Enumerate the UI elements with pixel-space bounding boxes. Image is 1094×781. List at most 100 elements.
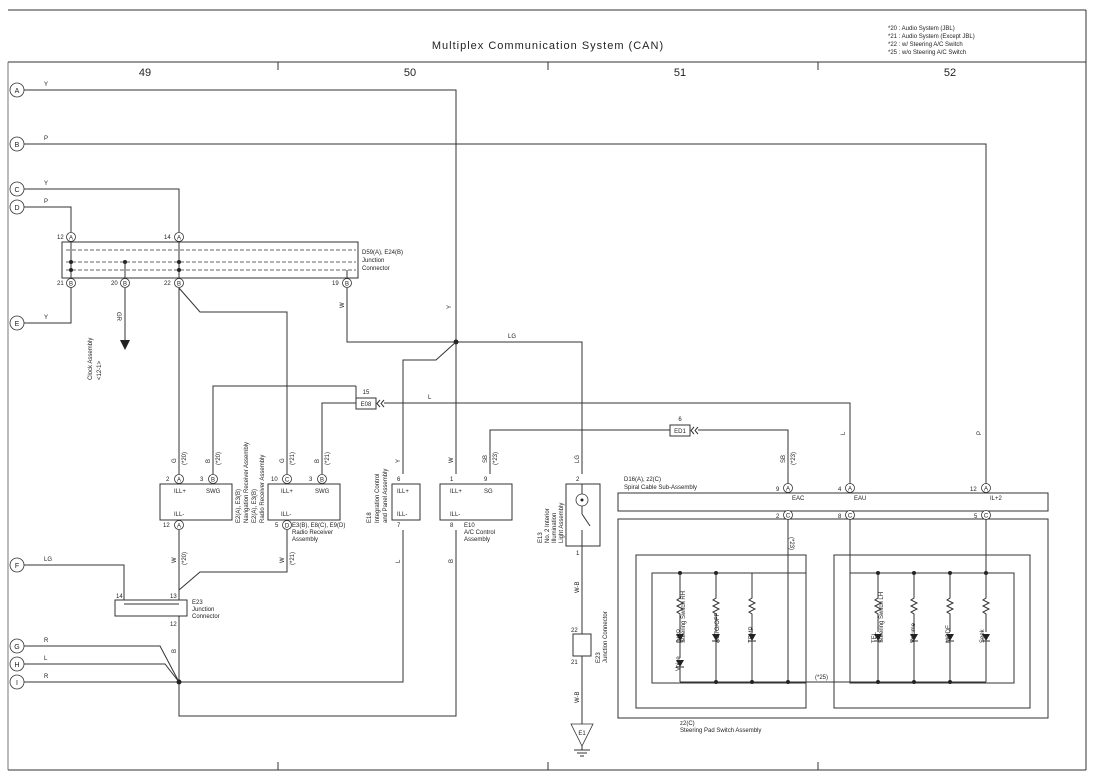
wire-y-integration-label: Y	[396, 459, 402, 463]
svg-text:3: 3	[309, 477, 313, 483]
radio-pin-5-d: 5 D	[275, 520, 292, 530]
svg-text:ILL-: ILL-	[450, 512, 460, 518]
pin-20-b: 20 B	[111, 278, 130, 288]
wire-b-left-label: B	[206, 459, 212, 463]
svg-text:B: B	[15, 142, 20, 149]
wire-wb-lamp-ground: W-B W-B 22 21 E23 Junction Connector	[571, 546, 609, 724]
wire-sb-ac-label: SB	[483, 455, 489, 463]
svg-text:Assembly: Assembly	[464, 537, 490, 543]
wire-h-l: L	[24, 656, 180, 683]
svg-text:SWG: SWG	[315, 489, 330, 495]
wire-b-ac-label: B	[449, 559, 455, 563]
svg-text:2: 2	[776, 514, 780, 520]
svg-text:ILL+: ILL+	[450, 489, 462, 495]
wire-w-mid-label: W	[280, 557, 286, 563]
svg-text:C: C	[14, 187, 19, 194]
terminal-d: D	[9, 199, 25, 215]
wire-a-y: Y Y	[24, 82, 457, 342]
wire-w-19: W LG LG	[340, 288, 583, 474]
svg-text:C: C	[848, 514, 853, 520]
svg-text:A: A	[786, 487, 790, 493]
svg-text:A/C Control: A/C Control	[464, 530, 495, 536]
svg-text:W: W	[340, 302, 346, 308]
svg-text:A: A	[984, 487, 988, 493]
svg-text:Navigation Receiver Assembly: Navigation Receiver Assembly	[244, 442, 250, 523]
svg-text:E1: E1	[578, 731, 586, 737]
svg-text:22: 22	[571, 628, 578, 634]
wire-sb-ac	[489, 429, 670, 474]
svg-text:R: R	[44, 638, 49, 644]
svg-text:12: 12	[170, 622, 177, 628]
junction-connector-d59-e24: D59(A), E24(B) Junction Connector	[61, 241, 403, 279]
svg-text:9: 9	[776, 487, 780, 493]
svg-text:I: I	[16, 680, 18, 687]
svg-text:z2(C): z2(C)	[680, 721, 695, 727]
svg-text:Junction: Junction	[362, 258, 384, 264]
svg-text:F: F	[15, 563, 19, 570]
terminal-c: C	[9, 181, 25, 197]
steering-switch-rh: Steering Switch RH DISP AUTO/OFF TEMP Vo…	[635, 519, 850, 709]
terminal-h: H	[9, 656, 25, 672]
wire-g-radio	[178, 287, 288, 474]
column-52: 52	[944, 67, 956, 79]
svg-text:4: 4	[838, 487, 842, 493]
svg-text:Assembly: Assembly	[292, 537, 318, 543]
column-50: 50	[404, 67, 416, 79]
svg-text:12: 12	[163, 523, 170, 529]
svg-text:W-B: W-B	[575, 691, 581, 703]
spiral-pin-4-a: 4 A	[838, 483, 855, 493]
svg-text:E: E	[15, 321, 20, 328]
wire-l-integration	[179, 530, 404, 683]
note-22: *22 : w/ Steering A/C Switch	[888, 42, 963, 48]
svg-text:Y: Y	[44, 82, 48, 88]
svg-text:D: D	[14, 205, 19, 212]
note-23-ac: (*23)	[493, 452, 499, 465]
svg-text:Light Assembly: Light Assembly	[559, 503, 565, 543]
svg-text:Clock Assembly: Clock Assembly	[88, 338, 94, 380]
wire-sb-eac	[698, 429, 789, 484]
wire-b-nav-swg	[212, 385, 356, 474]
svg-text:6: 6	[397, 477, 401, 483]
svg-text:ILL+: ILL+	[397, 489, 409, 495]
svg-text:L: L	[44, 656, 48, 662]
svg-text:Steering Switch RH: Steering Switch RH	[681, 591, 687, 643]
svg-text:MODE: MODE	[946, 625, 952, 643]
svg-text:EAC: EAC	[792, 496, 805, 502]
note-25: *25 : w/o Steering A/C Switch	[888, 50, 966, 56]
connector-e08: E08 15	[355, 390, 385, 410]
pin-22-b: 22 B	[164, 278, 184, 288]
svg-text:ILL+: ILL+	[281, 489, 293, 495]
note-23-inner: (*23)	[788, 537, 794, 550]
note-23-eac: (*23)	[791, 452, 797, 465]
svg-text:D: D	[285, 524, 290, 530]
nav-pin-2-a: 2 A	[166, 474, 184, 484]
svg-text:C: C	[984, 514, 989, 520]
svg-text:R: R	[44, 674, 49, 680]
wire-b-radio-swg	[321, 402, 356, 474]
svg-text:1: 1	[576, 551, 580, 557]
nav-pin-12-a: 12 A	[163, 520, 184, 530]
svg-text:D16(A), z2(C): D16(A), z2(C)	[624, 477, 661, 483]
svg-text:E2(A), E3(B): E2(A), E3(B)	[252, 489, 258, 523]
svg-text:Spiral Cable Sub-Assembly: Spiral Cable Sub-Assembly	[624, 485, 697, 491]
svg-text:A: A	[15, 88, 20, 95]
svg-text:B: B	[211, 478, 215, 484]
spiral-cable-sub-assembly: D16(A), z2(C) Spiral Cable Sub-Assembly …	[617, 477, 1049, 512]
svg-text:12: 12	[57, 235, 64, 241]
svg-text:13: 13	[170, 594, 177, 600]
svg-text:E23: E23	[596, 652, 602, 663]
svg-text:LG: LG	[508, 334, 516, 340]
pin-19-b: 19 B	[332, 278, 352, 288]
note-20: *20 : Audio System (JBL)	[888, 26, 955, 32]
note-20-g: (*20)	[182, 452, 188, 465]
svg-text:SG: SG	[484, 489, 493, 495]
svg-text:Steering Switch LH: Steering Switch LH	[879, 592, 885, 643]
radio-receiver-assembly: ILL+ SWG ILL- E3(B), E8(C), E9(D) Radio …	[267, 483, 345, 543]
svg-text:Volume: Volume	[911, 622, 917, 643]
wire-y-integration	[402, 341, 457, 474]
svg-text:A: A	[69, 236, 73, 242]
wire-w-ac-label: W	[449, 457, 455, 463]
terminal-i: I	[9, 674, 25, 690]
wire-d-p: P	[24, 199, 72, 232]
svg-text:ILL-: ILL-	[281, 512, 291, 518]
